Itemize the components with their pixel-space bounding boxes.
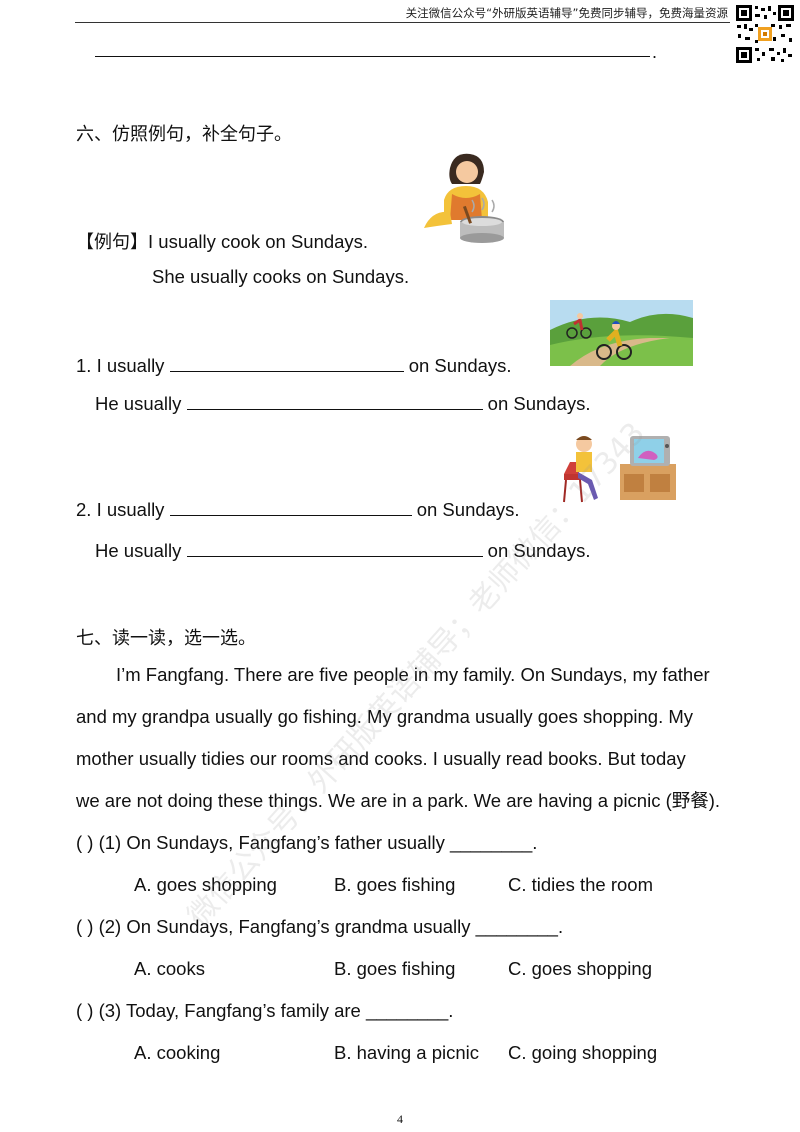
cycling-illustration <box>550 300 693 366</box>
answer-blank[interactable] <box>186 538 483 557</box>
question-1-option-b[interactable]: B. goes fishing <box>334 874 456 895</box>
section-six-title: 六、仿照例句，补全句子。 <box>76 124 292 145</box>
passage-line: mother usually tidies our rooms and cook… <box>76 748 686 769</box>
question-3-option-c[interactable]: C. going shopping <box>508 1042 658 1063</box>
example-sentence-2: She usually cooks on Sundays. <box>152 266 410 287</box>
boy-watching-tv-illustration <box>563 436 676 503</box>
passage-line: and my grandpa usually go fishing. My gr… <box>76 706 694 727</box>
question-2-stem: ( ) (2) On Sundays, Fangfang’s grandma u… <box>76 916 564 937</box>
answer-blank[interactable] <box>186 391 483 410</box>
question-3-option-a[interactable]: A. cooking <box>134 1042 221 1063</box>
item-2-he-suffix: on Sundays. <box>487 540 591 561</box>
example-line-1: 【例句】I usually cook on Sundays. <box>76 228 368 254</box>
question-2-option-c[interactable]: C. goes shopping <box>508 958 652 979</box>
girl-cooking-illustration <box>424 153 504 243</box>
answer-line <box>95 56 650 57</box>
page-number: 4 <box>397 1112 403 1126</box>
question-1-stem: ( ) (1) On Sundays, Fangfang’s father us… <box>76 832 538 853</box>
item-2-he-line: He usually on Sundays. <box>95 538 591 562</box>
question-2-option-b[interactable]: B. goes fishing <box>334 958 456 979</box>
question-3-stem: ( ) (3) Today, Fangfang’s family are ___… <box>76 1000 454 1021</box>
line-period: . <box>652 42 658 62</box>
passage-line: we are not doing these things. We are in… <box>76 790 721 811</box>
item-1-he-prefix: He usually <box>95 393 182 414</box>
header-text: 关注微信公众号“外研版英语辅导”免费同步辅导，免费海量资源 <box>405 6 728 20</box>
reading-passage: I’m Fangfang. There are five people in m… <box>76 654 766 822</box>
item-2-he-prefix: He usually <box>95 540 182 561</box>
example-label: 【例句】 <box>76 232 148 253</box>
question-1-option-c[interactable]: C. tidies the room <box>508 874 653 895</box>
answer-blank[interactable] <box>169 497 412 516</box>
passage-line: I’m Fangfang. There are five people in m… <box>116 664 710 685</box>
item-1-i-suffix: on Sundays. <box>408 355 512 376</box>
item-2-i-suffix: on Sundays. <box>416 499 520 520</box>
qr-code-icon <box>735 4 795 64</box>
item-2-i-line: 2. I usually on Sundays. <box>76 497 520 521</box>
question-1-option-a[interactable]: A. goes shopping <box>134 874 277 895</box>
question-3-option-b[interactable]: B. having a picnic <box>334 1042 480 1063</box>
example-sentence-1: I usually cook on Sundays. <box>148 231 369 252</box>
header-rule <box>75 22 730 23</box>
item-2-i-prefix: 2. I usually <box>76 499 165 520</box>
question-2-option-a[interactable]: A. cooks <box>134 958 205 979</box>
item-1-he-line: He usually on Sundays. <box>95 391 591 415</box>
item-1-i-line: 1. I usually on Sundays. <box>76 353 512 377</box>
item-1-he-suffix: on Sundays. <box>487 393 591 414</box>
answer-blank[interactable] <box>169 353 404 372</box>
section-seven-title: 七、读一读，选一选。 <box>76 628 256 649</box>
item-1-i-prefix: 1. I usually <box>76 355 165 376</box>
